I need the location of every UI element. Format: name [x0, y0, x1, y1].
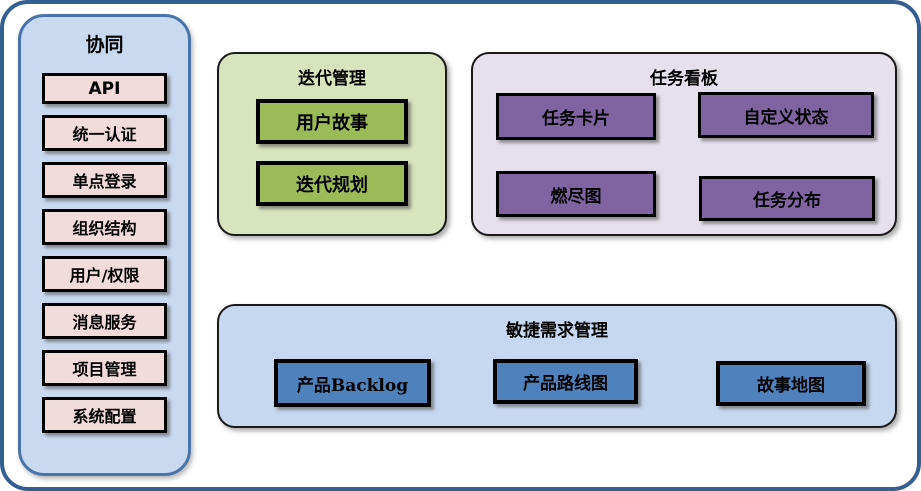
agile-requirements-title: 敏捷需求管理 [506, 321, 608, 341]
block-project-management: 项目管理 [42, 350, 167, 386]
block-task-distribution: 任务分布 [699, 176, 875, 221]
block-api: API [42, 73, 167, 104]
iteration-management-panel: 迭代管理 用户故事 迭代规划 [217, 52, 447, 236]
block-custom-status: 自定义状态 [698, 92, 874, 138]
block-system-config: 系统配置 [42, 397, 167, 433]
block-task-card: 任务卡片 [496, 93, 656, 140]
block-single-sign-on: 单点登录 [42, 162, 167, 198]
block-product-roadmap: 产品路线图 [493, 359, 638, 404]
task-board-panel: 任务看板 任务卡片 自定义状态 燃尽图 任务分布 [471, 52, 897, 236]
block-message-service: 消息服务 [42, 303, 167, 339]
block-org-structure: 组织结构 [42, 209, 167, 245]
block-product-backlog: 产品Backlog [274, 359, 431, 407]
block-user-story: 用户故事 [256, 99, 408, 144]
block-burndown-chart: 燃尽图 [496, 171, 656, 217]
collaboration-block-list: API 统一认证 单点登录 组织结构 用户/权限 消息服务 项目管理 系统配置 [21, 73, 188, 433]
block-unified-auth: 统一认证 [42, 115, 167, 151]
collaboration-panel-title: 协同 [85, 34, 124, 56]
block-iteration-planning: 迭代规划 [256, 161, 408, 206]
task-board-title: 任务看板 [650, 69, 718, 89]
agile-requirements-panel: 敏捷需求管理 产品Backlog 产品路线图 故事地图 [217, 304, 897, 428]
iteration-block-list: 用户故事 迭代规划 [219, 99, 445, 206]
iteration-management-title: 迭代管理 [298, 69, 366, 89]
collaboration-panel: 协同 API 统一认证 单点登录 组织结构 用户/权限 消息服务 项目管理 系统… [18, 14, 191, 476]
block-user-permissions: 用户/权限 [42, 256, 167, 292]
block-story-map: 故事地图 [716, 361, 866, 406]
